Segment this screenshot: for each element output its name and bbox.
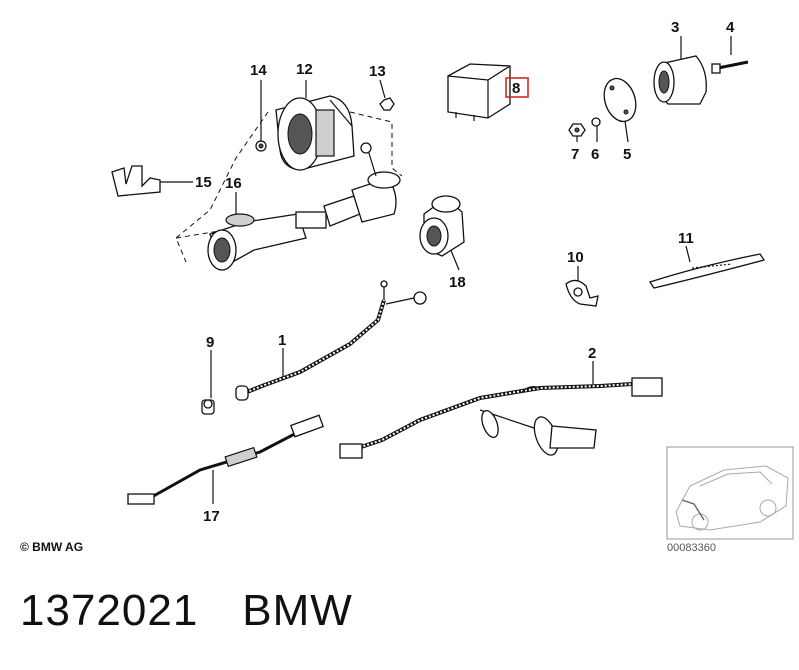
- callout-14: 14: [250, 62, 267, 79]
- leader-lines: [160, 36, 732, 504]
- footer: 1372021 BMW: [20, 586, 397, 636]
- part-6-washer: [591, 117, 601, 127]
- part-1-lamp-wiring: [235, 280, 427, 401]
- part-11-cable-strap: [648, 253, 766, 289]
- part-4-screw: [711, 60, 749, 74]
- callout-11: 11: [678, 230, 694, 247]
- callout-3: 3: [671, 19, 679, 36]
- vehicle-thumbnail: [666, 446, 794, 540]
- part-14-nut: [255, 140, 267, 152]
- callout-8: 8: [512, 80, 520, 97]
- brand-name: BMW: [242, 586, 353, 635]
- part-10-holder: [565, 279, 599, 307]
- callout-15: 15: [195, 174, 212, 191]
- callout-6: 6: [591, 146, 599, 163]
- part-5-cover-plate: [603, 77, 637, 123]
- part-13-nut: [379, 97, 395, 111]
- callouts: 14 12 13 8 3 4 7 6 5 15 16 18 10 11 9 1 …: [195, 19, 735, 525]
- part-16-adapter: [207, 142, 401, 271]
- callout-1: 1: [278, 332, 286, 349]
- callout-13: 13: [369, 63, 386, 80]
- callout-5: 5: [623, 146, 631, 163]
- callout-4: 4: [726, 19, 735, 36]
- callout-17: 17: [203, 508, 220, 525]
- callout-18: 18: [449, 274, 466, 291]
- part-12-socket-housing: [275, 95, 355, 171]
- part-3-socket: [653, 55, 707, 105]
- part-7-nut: [568, 123, 586, 137]
- callout-2: 2: [588, 345, 596, 362]
- copyright-text: © BMW AG: [20, 540, 84, 554]
- assembly-guides: [175, 111, 403, 263]
- callout-9: 9: [206, 334, 214, 351]
- part-17-cable: [127, 414, 324, 505]
- callout-12: 12: [296, 61, 313, 78]
- part-2-wiring-harness: [339, 377, 663, 459]
- callout-16: 16: [225, 175, 242, 192]
- part-9-bulb: [201, 399, 215, 415]
- part-number: 1372021: [20, 586, 199, 635]
- diagram-number: 00083360: [667, 542, 716, 554]
- callout-7: 7: [571, 146, 579, 163]
- callout-10: 10: [567, 249, 584, 266]
- part-15-clip: [111, 165, 161, 197]
- part-18-socket: [419, 195, 465, 257]
- part-8-relay: [447, 63, 529, 121]
